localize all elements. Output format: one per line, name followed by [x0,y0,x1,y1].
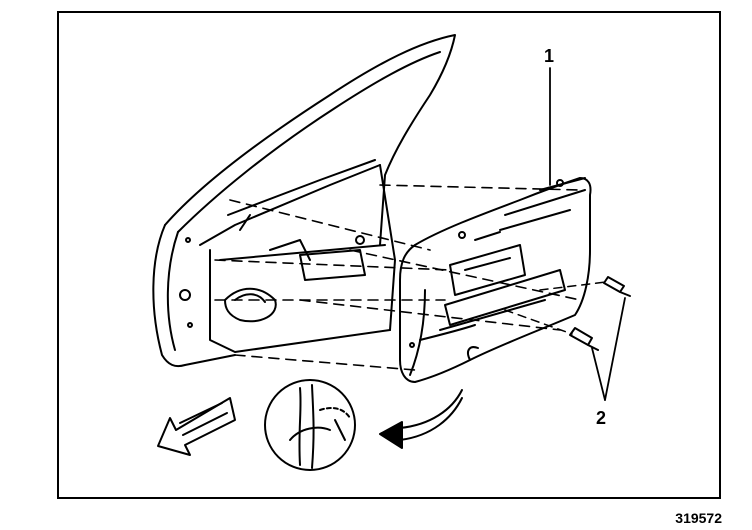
alignment-lines [214,184,581,371]
figure-border [57,11,721,499]
direction-arrow [157,397,236,456]
detail-circle [264,379,356,471]
callout-trim-panel: 1 [544,46,555,66]
screws [504,276,631,351]
trim-panel [399,177,592,383]
curved-arrow [379,389,463,449]
leader-lines [549,67,626,401]
callout-screws: 2 [596,408,607,428]
figure-number: 319572 [675,510,722,526]
door-frame [152,34,456,368]
